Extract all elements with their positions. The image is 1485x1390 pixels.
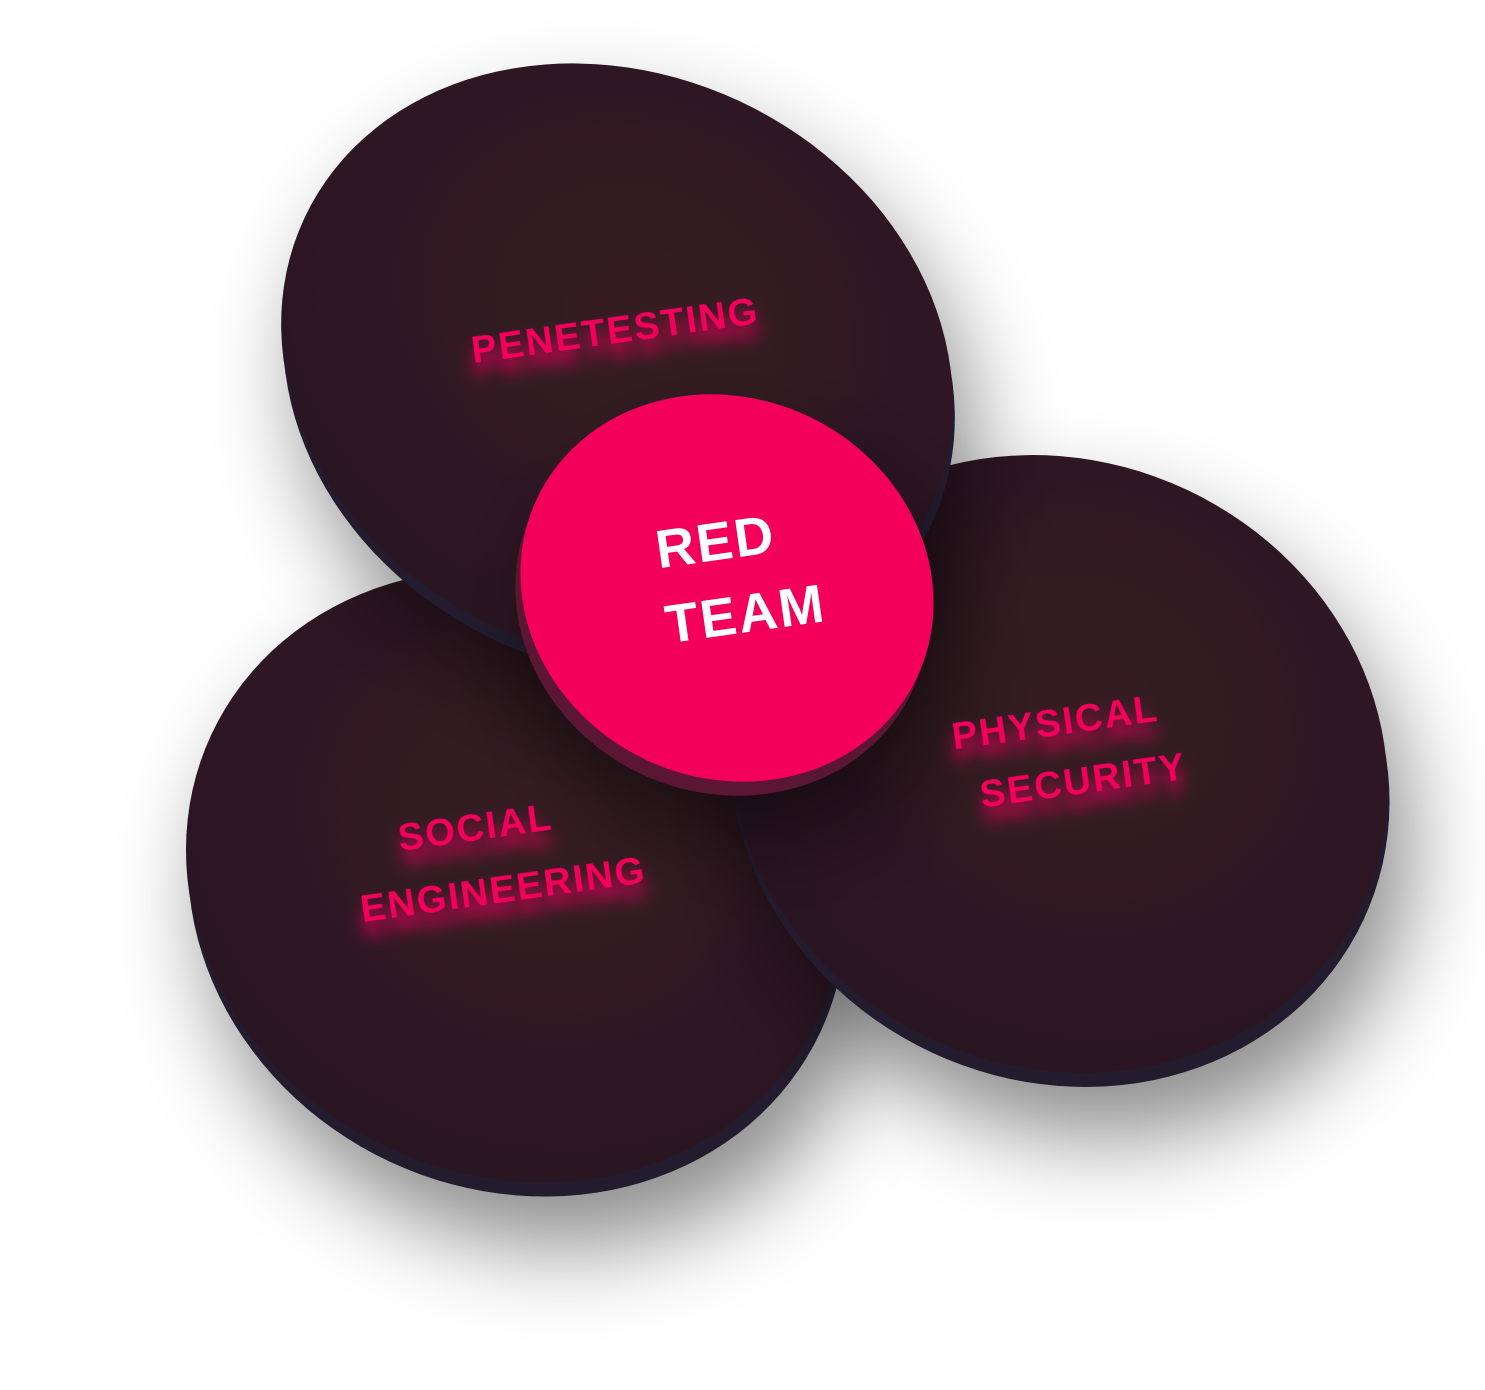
- disc-red-team: [515, 394, 934, 796]
